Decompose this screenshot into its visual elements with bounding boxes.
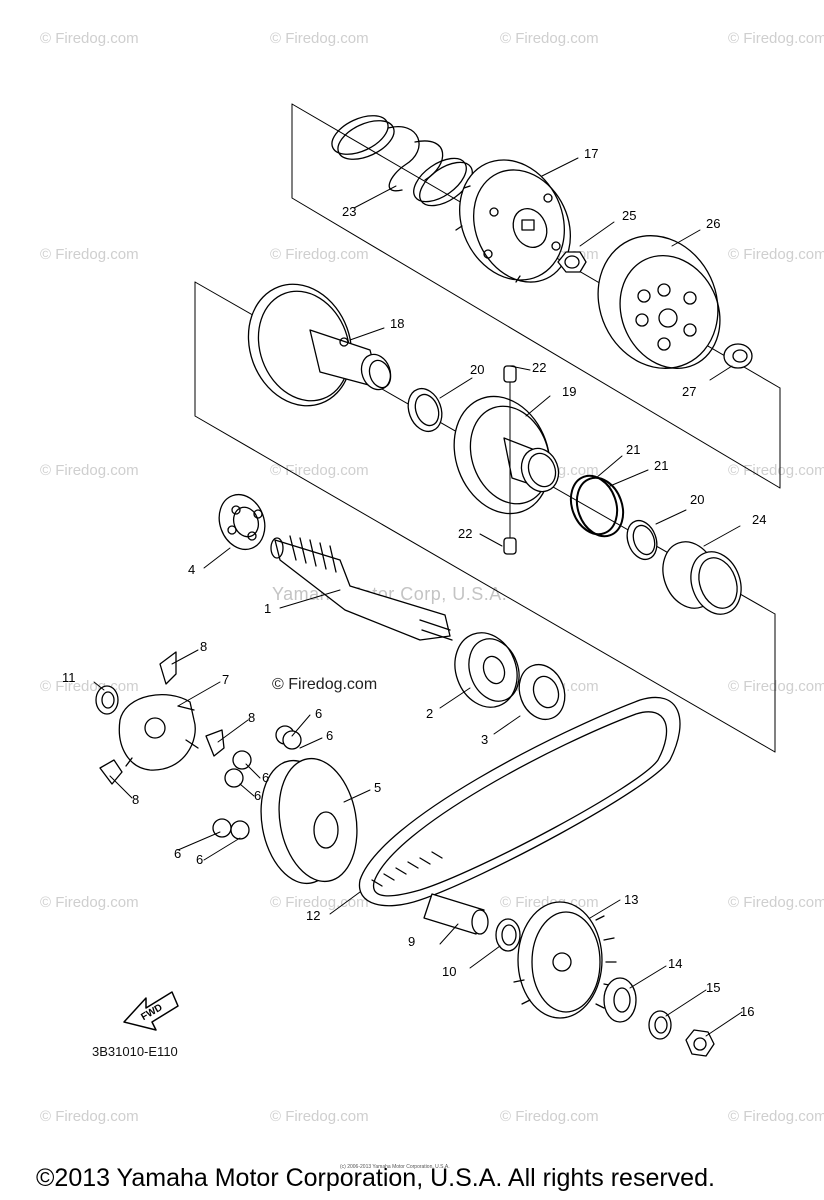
watermark: © Firedog.com: [270, 30, 369, 47]
bearing-3: [518, 663, 566, 721]
watermark: © Firedog.com: [728, 678, 824, 695]
oil-seal-20a: [407, 387, 443, 433]
watermark: © Firedog.com: [40, 1108, 139, 1125]
shaft-1: [270, 535, 453, 641]
watermark: © Firedog.com: [728, 894, 824, 911]
nut-16: [685, 1029, 715, 1057]
callout-numbers: 1 2 3 4 5 6 6 6 6 6 6 7 8 8 8 9 10 11 12…: [62, 146, 766, 1019]
bearing-4: [218, 493, 266, 551]
sliding-sheave-18: [247, 283, 392, 407]
fixed-sheave-19: [453, 365, 560, 555]
fwd-arrow-icon: FWD: [123, 991, 179, 1031]
callout-20b: 20: [690, 492, 704, 507]
collar-24: [662, 541, 742, 615]
callout-14: 14: [668, 956, 682, 971]
weight-rollers-6: [212, 725, 302, 840]
watermark: © Firedog.com: [728, 1108, 824, 1125]
watermark: © Firedog.com: [270, 462, 369, 479]
callout-15: 15: [706, 980, 720, 995]
callout-23: 23: [342, 204, 356, 219]
fine-print: (c) 2006-2013 Yamaha Motor Corporation, …: [340, 1164, 450, 1170]
callout-2: 2: [426, 706, 433, 721]
copyright-notice: ©2013 Yamaha Motor Corporation, U.S.A. A…: [36, 1164, 715, 1192]
callout-21a: 21: [626, 442, 640, 457]
watermark-center: © Firedog.com: [272, 676, 378, 693]
callout-27: 27: [682, 384, 696, 399]
sliders-8: [99, 651, 225, 785]
watermark: © Firedog.com: [500, 30, 599, 47]
washer-15: [648, 1010, 672, 1040]
watermark: © Firedog.com: [40, 30, 139, 47]
callout-3: 3: [481, 732, 488, 747]
watermark: © Firedog.com: [728, 246, 824, 263]
o-rings-21: [569, 474, 625, 538]
callout-22b: 22: [458, 526, 472, 541]
callout-8b: 8: [248, 710, 255, 725]
callout-8a: 8: [200, 639, 207, 654]
callout-22a: 22: [532, 360, 546, 375]
callout-25: 25: [622, 208, 636, 223]
clutch-carrier-17: [455, 159, 572, 283]
fan-sheave-13: [513, 901, 617, 1019]
watermark: © Firedog.com: [270, 246, 369, 263]
cam-7: [118, 694, 199, 771]
callout-8c: 8: [132, 792, 139, 807]
collar-9: [423, 893, 489, 935]
leader-lines: [93, 157, 743, 1037]
callout-6f: 6: [196, 852, 203, 867]
washer-10: [495, 918, 521, 952]
callout-5: 5: [374, 780, 381, 795]
callout-12: 12: [306, 908, 320, 923]
watermark: © Firedog.com: [270, 894, 369, 911]
part-code: 3B31010-E110: [92, 1044, 178, 1059]
callout-9: 9: [408, 934, 415, 949]
one-way-clutch-14: [603, 977, 637, 1023]
nut-25: [557, 251, 587, 273]
callout-4: 4: [188, 562, 195, 577]
oil-seal-20b: [626, 519, 658, 561]
watermark: © Firedog.com: [40, 894, 139, 911]
callout-6a: 6: [315, 706, 322, 721]
callout-7: 7: [222, 672, 229, 687]
watermark: © Firedog.com: [40, 246, 139, 263]
callout-11: 11: [62, 670, 76, 685]
watermark: © Firedog.com: [270, 1108, 369, 1125]
washer-11: [95, 685, 119, 715]
callout-1: 1: [264, 601, 271, 616]
primary-sheave-5: [260, 757, 358, 885]
callout-17: 17: [584, 146, 598, 161]
watermark: © Firedog.com: [500, 1108, 599, 1125]
callout-13: 13: [624, 892, 638, 907]
watermark: © Firedog.com: [728, 30, 824, 47]
callout-24: 24: [752, 512, 766, 527]
callout-6e: 6: [174, 846, 181, 861]
callout-10: 10: [442, 964, 456, 979]
clutch-housing-26: [597, 235, 721, 369]
nut-27: [723, 343, 753, 369]
v-belt-12: [358, 696, 681, 907]
callout-16: 16: [740, 1004, 754, 1019]
watermark: © Firedog.com: [40, 462, 139, 479]
callout-18: 18: [390, 316, 404, 331]
watermark: © Firedog.com: [728, 462, 824, 479]
callout-6b: 6: [326, 728, 333, 743]
callout-21b: 21: [654, 458, 668, 473]
spring-23: [331, 115, 473, 207]
callout-6c: 6: [262, 770, 269, 785]
callout-19: 19: [562, 384, 576, 399]
callout-26: 26: [706, 216, 720, 231]
callout-20a: 20: [470, 362, 484, 377]
bearing-2: [454, 632, 520, 708]
callout-6d: 6: [254, 788, 261, 803]
